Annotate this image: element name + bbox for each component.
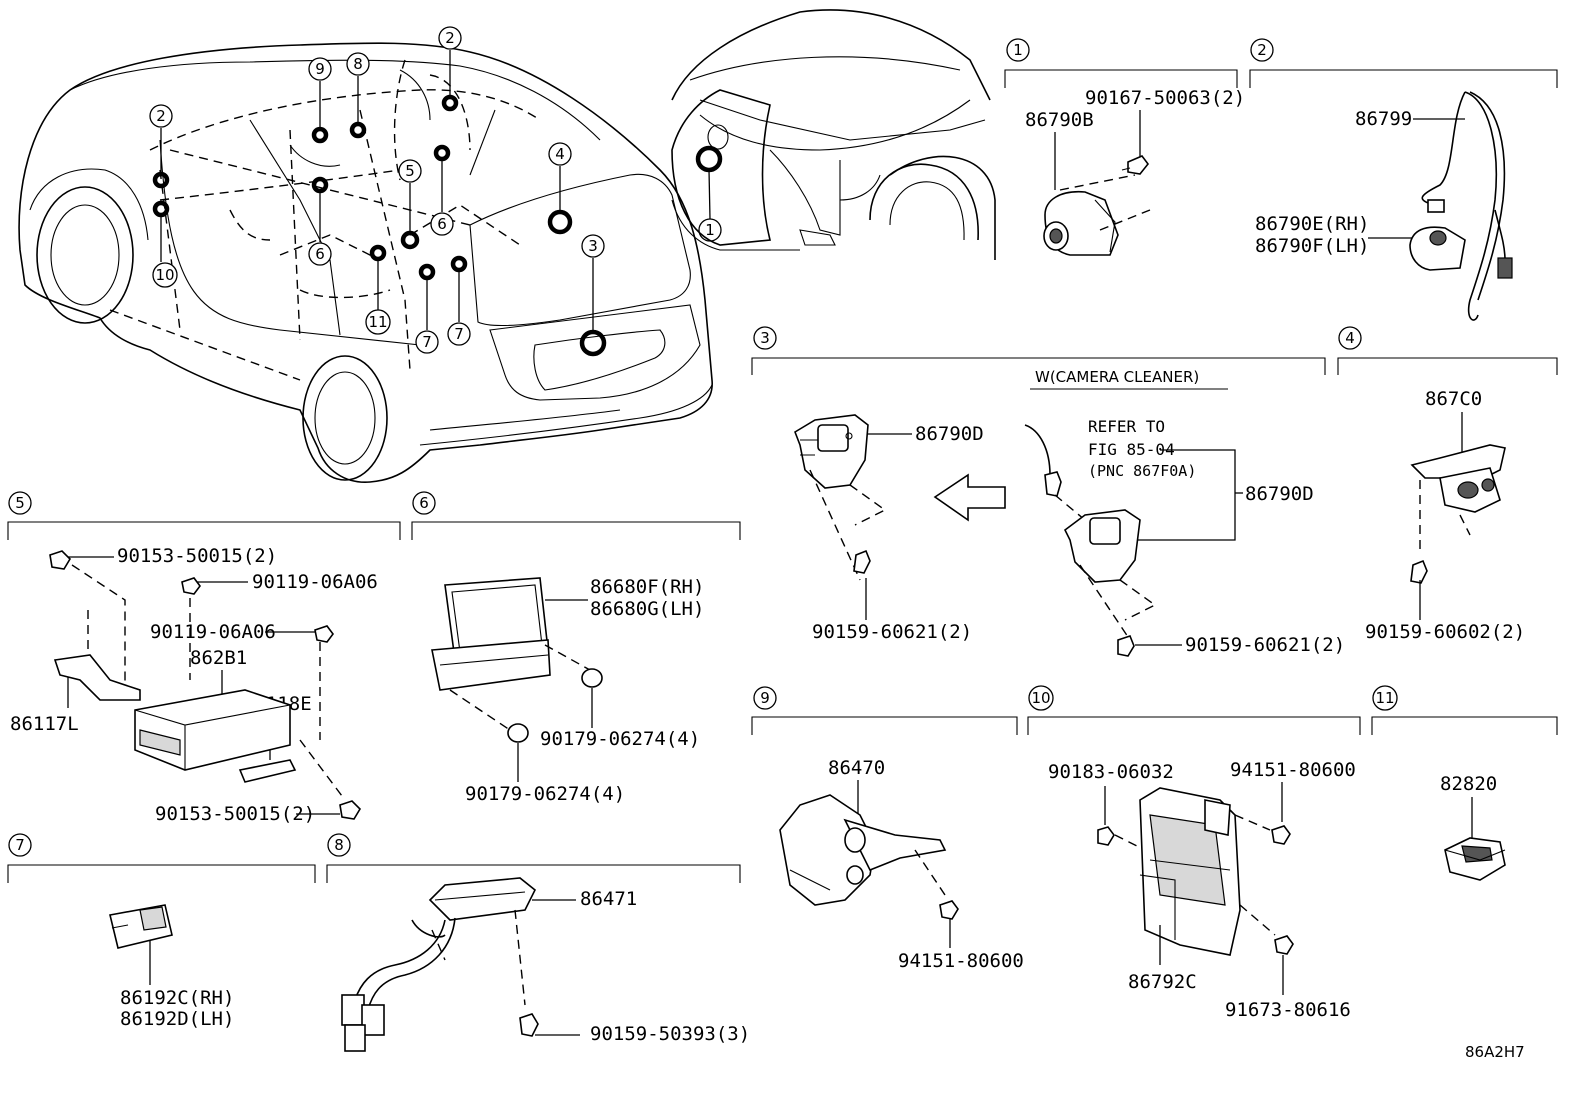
callout-2a: 2	[445, 29, 455, 47]
part-86470: 86470	[828, 757, 885, 779]
refer-fig-text: FIG 85-04	[1088, 440, 1175, 459]
callout-3: 3	[588, 237, 598, 255]
part-86117L: 86117L	[10, 713, 79, 735]
vehicle-front-view	[671, 9, 996, 260]
callout-1: 1	[705, 221, 715, 239]
callout-4: 4	[555, 145, 565, 163]
vehicle-rear-view	[18, 42, 713, 483]
part-90153-50015-top: 90153-50015(2)	[117, 545, 277, 567]
section-3-num: 3	[760, 329, 770, 347]
refer-to-text: REFER TO	[1088, 417, 1165, 436]
section-11-num: 11	[1375, 689, 1394, 707]
part-86192C: 86192C(RH)	[120, 987, 234, 1009]
part-90167-50063: 90167-50063(2)	[1085, 87, 1245, 109]
part-90159-50393: 90159-50393(3)	[590, 1023, 750, 1045]
section-4-num: 4	[1345, 329, 1355, 347]
part-94151-80600-a: 94151-80600	[898, 950, 1024, 972]
part-86192D: 86192D(LH)	[120, 1008, 234, 1030]
callout-7a: 7	[422, 333, 432, 351]
section-5-num: 5	[15, 494, 25, 512]
part-90119-06A06-a: 90119-06A06	[252, 571, 378, 593]
callout-5: 5	[405, 162, 415, 180]
callout-6b: 6	[315, 245, 325, 263]
section-7-parts: 86192C(RH) 86192D(LH)	[109, 904, 234, 1030]
section-11-parts: 82820	[1440, 773, 1506, 881]
part-90153-50015-bottom: 90153-50015(2)	[155, 803, 315, 825]
part-82820: 82820	[1440, 773, 1497, 795]
part-86680G: 86680G(LH)	[590, 598, 704, 620]
part-86471: 86471	[580, 888, 637, 910]
part-862B1: 862B1	[190, 647, 247, 669]
part-90179-06274-a: 90179-06274(4)	[540, 728, 700, 750]
part-86790D-left: 86790D	[915, 423, 984, 445]
part-94151-80600-b: 94151-80600	[1230, 759, 1356, 781]
vehicle-callouts: 2 9 8 2 4 5 6 6 10 11 7 7 3 1	[149, 26, 722, 354]
part-90159-60602: 90159-60602(2)	[1365, 621, 1525, 643]
callout-2b: 2	[156, 107, 166, 125]
part-86790F: 86790F(LH)	[1255, 235, 1369, 257]
section-5-parts: 90153-50015(2) 90119-06A06 90119-06A06 8…	[10, 545, 378, 825]
callout-9: 9	[315, 60, 325, 78]
part-86790D-right: 86790D	[1245, 483, 1314, 505]
section-4-parts: 867C0 90159-60602(2)	[1365, 388, 1525, 643]
part-86799: 86799	[1355, 108, 1412, 130]
section-brackets: 1 2 3 4 5 6 7 8 9 10 11	[7, 38, 1558, 883]
part-86680F: 86680F(RH)	[590, 576, 704, 598]
section-8-parts: 86471 90159-50393(3)	[341, 877, 750, 1052]
callout-6a: 6	[437, 215, 447, 233]
section-10-num: 10	[1031, 689, 1050, 707]
callout-11: 11	[368, 313, 387, 331]
part-86792C: 86792C	[1128, 971, 1197, 993]
section-7-num: 7	[15, 836, 25, 854]
part-86790E: 86790E(RH)	[1255, 213, 1369, 235]
part-91673-80616: 91673-80616	[1225, 999, 1351, 1021]
section-9-parts: 86470 94151-80600	[779, 757, 1024, 972]
section-1-num: 1	[1013, 41, 1023, 59]
callout-8: 8	[353, 55, 363, 73]
diagram-id: 86A2H7	[1465, 1043, 1525, 1061]
section-2-parts: 86799 86790E(RH) 86790F(LH)	[1255, 91, 1513, 321]
section-2-num: 2	[1257, 41, 1267, 59]
refer-pnc-text: (PNC 867F0A)	[1088, 462, 1196, 480]
part-90183-06032: 90183-06032	[1048, 761, 1174, 783]
section-3-parts: W(CAMERA CLEANER) REFER TO FIG 85-04 (PN…	[794, 368, 1345, 657]
part-86790B: 86790B	[1025, 109, 1094, 131]
section-6-parts: 86680F(RH) 86680G(LH) 90179-06274(4) 901…	[431, 576, 704, 805]
part-90159-60621-left: 90159-60621(2)	[812, 621, 972, 643]
callout-10: 10	[155, 266, 174, 284]
section-1-parts: 90167-50063(2) 86790B	[1025, 87, 1245, 256]
section-6-num: 6	[419, 494, 429, 512]
section-8-num: 8	[334, 836, 344, 854]
part-90159-60621-right: 90159-60621(2)	[1185, 634, 1345, 656]
section-10-parts: 90183-06032 94151-80600 91673-80616 8679…	[1048, 759, 1356, 1021]
callout-7b: 7	[454, 325, 464, 343]
part-867C0: 867C0	[1425, 388, 1482, 410]
camera-cleaner-note: W(CAMERA CLEANER)	[1035, 368, 1199, 386]
part-90179-06274-b: 90179-06274(4)	[465, 783, 625, 805]
section-9-num: 9	[760, 689, 770, 707]
part-90119-06A06-b: 90119-06A06	[150, 621, 276, 643]
